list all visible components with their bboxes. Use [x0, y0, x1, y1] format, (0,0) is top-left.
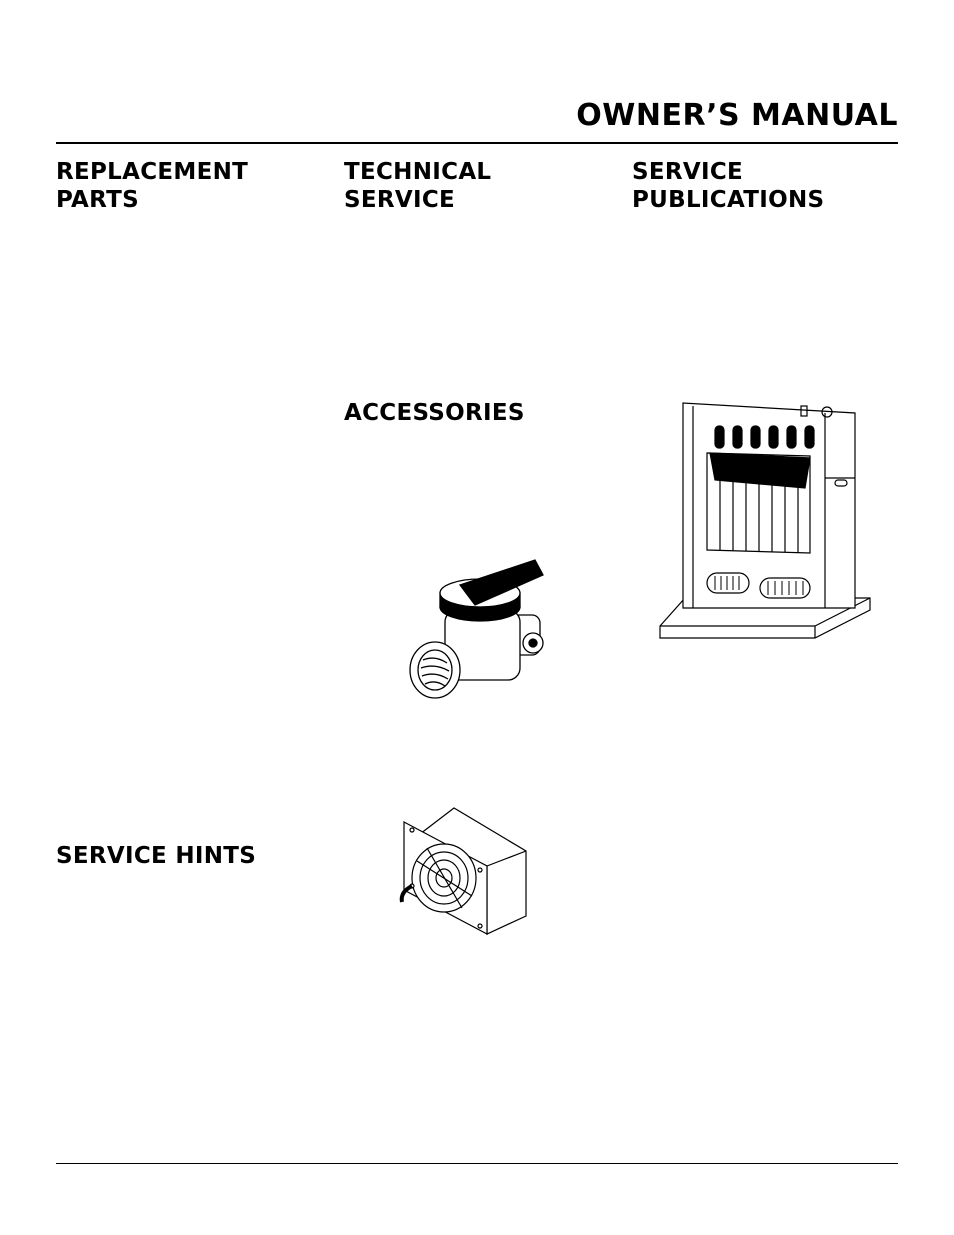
- replacement-parts-heading: REPLACEMENT PARTS: [56, 158, 248, 214]
- replacement-parts-line2: PARTS: [56, 187, 139, 213]
- replacement-parts-line1: REPLACEMENT: [56, 159, 249, 185]
- technical-service-line1: TECHNICAL: [344, 159, 492, 185]
- service-publications-line2: PUBLICATIONS: [632, 187, 825, 213]
- service-publications-line1: SERVICE: [632, 159, 744, 185]
- page-title: OWNER’S MANUAL: [576, 98, 898, 133]
- footer-divider: [56, 1163, 898, 1164]
- header-divider: [56, 142, 898, 144]
- shutoff-valve-illustration: [409, 559, 544, 699]
- blower-fan-illustration: [399, 807, 527, 935]
- technical-service-heading: TECHNICAL SERVICE: [344, 158, 491, 214]
- service-publications-heading: SERVICE PUBLICATIONS: [632, 158, 824, 214]
- technical-service-line2: SERVICE: [344, 187, 456, 213]
- service-hints-heading: SERVICE HINTS: [56, 843, 257, 869]
- accessories-heading: ACCESSORIES: [344, 400, 525, 426]
- wall-heater-illustration: [659, 402, 871, 639]
